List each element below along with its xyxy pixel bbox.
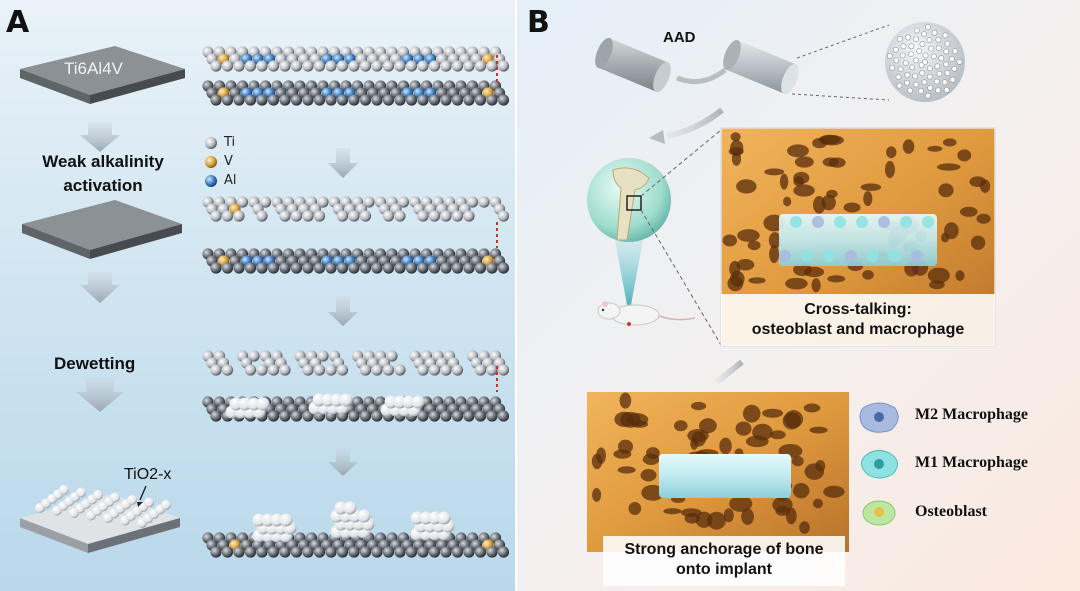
m1-macrophage-label: M1 Macrophage: [915, 454, 1029, 471]
aad-arrow: [676, 67, 727, 85]
femur-bone: [612, 167, 650, 241]
panel-a: A: [0, 0, 515, 591]
zoom-line-bone-1: [640, 129, 722, 197]
anchorage-line2: onto implant: [676, 561, 772, 578]
implant-site-box: [626, 195, 642, 211]
lattice-layer-2-bottom: [202, 248, 510, 274]
implant-cylinder-bottom: [659, 454, 791, 498]
zoom-line-bottom: [791, 93, 890, 101]
ti-atom-icon: [205, 137, 217, 149]
rat-illustration: [597, 301, 696, 326]
lattice-layer-1-top: [202, 46, 510, 72]
arrow-to-bone-head: [649, 130, 665, 144]
lattice-layer-3-top: [202, 350, 510, 376]
al-atom-icon: [205, 175, 217, 187]
substrate-slab-1: [20, 46, 185, 104]
m1-macrophage-icon: [861, 450, 898, 479]
substrate-slab-2: [22, 200, 182, 259]
zoom-line-bone-2: [640, 209, 722, 346]
v-atom-icon: [205, 156, 217, 168]
legend-v-label: V: [224, 154, 233, 169]
tio2-pointer-head: [137, 502, 143, 507]
tio2-particle-2: [330, 501, 375, 539]
dewet-cluster-2: [308, 393, 353, 415]
down-arrow-right-3: [328, 448, 358, 476]
crosstalk-caption: Cross-talking: osteoblast and macrophage: [721, 294, 995, 346]
m2-macrophage-label: M2 Macrophage: [915, 406, 1029, 423]
dewet-cluster-3: [380, 395, 425, 417]
lattice-layer-1-bottom: [202, 80, 510, 106]
atomic-lattice: [202, 46, 510, 558]
m2-macrophage-icon: [859, 402, 899, 433]
panel-a-letter: A: [6, 5, 30, 40]
zoom-line-top: [796, 24, 890, 59]
osteoblast-icon: [862, 500, 896, 526]
titanium-rod-2: [723, 39, 799, 95]
step-activation-line2: activation: [63, 176, 143, 195]
magnification-beam: [615, 240, 643, 305]
legend-ti-label: Ti: [224, 135, 236, 150]
lattice-layer-2-top: [202, 196, 510, 222]
panel-b: B: [517, 0, 1080, 591]
product-label: TiO2-x: [124, 466, 172, 483]
crosstalk-line1: Cross-talking:: [804, 301, 912, 318]
anchorage-line1: Strong anchorage of bone: [624, 541, 824, 558]
titanium-rod-1: [595, 37, 671, 93]
arrow-to-bone: [666, 107, 724, 139]
panel-divider: [515, 0, 517, 591]
substrate-label: Ti6Al4V: [64, 59, 123, 78]
crosstalk-line2: osteoblast and macrophage: [751, 321, 965, 338]
nanodots: [886, 24, 963, 99]
substrate-slab-3: [20, 485, 180, 553]
dewet-cluster-1: [225, 397, 270, 419]
aad-label: AAD: [663, 29, 696, 46]
osteoblast-label: Osteoblast: [915, 503, 987, 520]
interface-cells: [779, 216, 934, 262]
down-arrow-left-2: [80, 272, 120, 303]
anchorage-caption: Strong anchorage of bone onto implant: [603, 536, 845, 586]
bone-frame-top: [720, 127, 996, 347]
tio2-particle-3: [410, 511, 455, 541]
step-activation-line1: Weak alkalinity: [42, 152, 164, 171]
down-arrow-left-3: [76, 378, 124, 412]
panel-b-letter: B: [527, 5, 550, 40]
down-arrow-right-2: [328, 296, 358, 326]
panel-a-graphics: [20, 46, 510, 558]
tio2-pointer-arrow: [139, 485, 147, 501]
tio2-particle-1: [252, 513, 297, 543]
step-dewetting: Dewetting: [54, 354, 136, 373]
legend-al-label: Al: [224, 173, 237, 188]
down-arrow-left-1: [80, 122, 120, 152]
arrow-to-anchorage: [715, 359, 744, 385]
down-arrow-right-1: [328, 148, 358, 178]
